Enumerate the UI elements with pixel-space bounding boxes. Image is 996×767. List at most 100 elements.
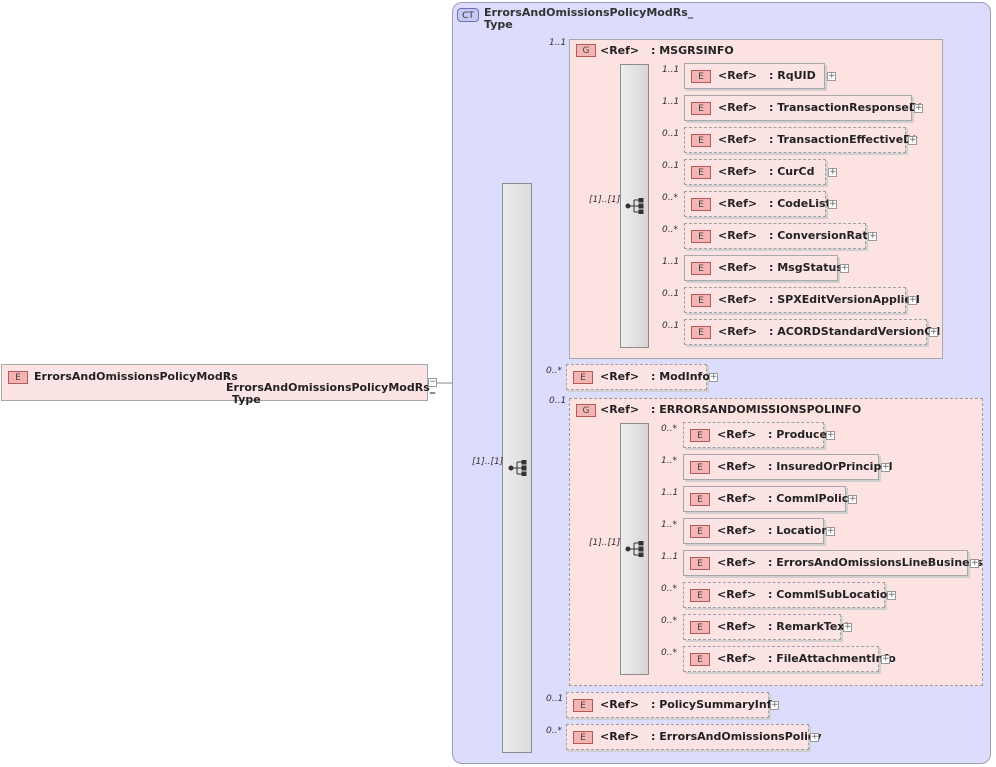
expand-icon[interactable]: + bbox=[826, 430, 835, 440]
element-policysummaryinfo[interactable]: E <Ref> : PolicySummaryInfo bbox=[566, 692, 779, 718]
eopolicy-cardinality: 0..* bbox=[546, 726, 562, 736]
expand-icon[interactable]: + bbox=[770, 700, 779, 710]
policysummary-cardinality: 0..1 bbox=[546, 694, 564, 704]
element-name: : PolicySummaryInfo bbox=[651, 698, 780, 711]
element-ref-label: <Ref> bbox=[718, 101, 758, 114]
element-badge: E bbox=[691, 230, 711, 243]
msgrsinfo-child-cardinality: 0..1 bbox=[662, 289, 680, 299]
main-sequence-bar bbox=[502, 183, 532, 753]
eopolinfo-cardinality: 0..1 bbox=[549, 396, 567, 406]
msgrsinfo-child-element[interactable]: E<Ref>: ConversionRate bbox=[684, 223, 875, 249]
expand-icon[interactable]: + bbox=[826, 526, 835, 536]
element-badge: E bbox=[573, 731, 593, 744]
msgrsinfo-child-element[interactable]: E<Ref>: MsgStatus bbox=[684, 255, 843, 281]
eopolinfo-child-element[interactable]: E<Ref>: FileAttachmentInfo bbox=[683, 646, 896, 672]
element-name: : ACORDStandardVersionCd bbox=[769, 325, 941, 338]
expand-icon[interactable]: + bbox=[881, 654, 890, 664]
eopolinfo-child-element[interactable]: E<Ref>: Producer bbox=[683, 422, 832, 448]
element-badge: E bbox=[691, 166, 711, 179]
eopolinfo-child-element[interactable]: E <Ref> : CommlPolicy bbox=[683, 486, 855, 512]
element-name: : SPXEditVersionApplied bbox=[769, 293, 920, 306]
expand-icon[interactable]: + bbox=[881, 462, 890, 472]
element-name: : TransactionEffectiveDt bbox=[769, 133, 918, 146]
msgrsinfo-child-cardinality: 0..1 bbox=[662, 321, 680, 331]
element-badge: E bbox=[690, 525, 710, 538]
sequence-icon bbox=[625, 541, 644, 557]
expand-icon[interactable]: + bbox=[828, 199, 837, 209]
element-name: : TransactionResponseDt bbox=[769, 101, 924, 114]
expand-icon[interactable]: + bbox=[810, 732, 819, 742]
msgrsinfo-child-cardinality: 1..1 bbox=[662, 97, 680, 107]
element-ref-label: <Ref> bbox=[717, 588, 757, 601]
element-badge: E bbox=[691, 262, 711, 275]
element-name: : CommlPolicy bbox=[768, 492, 856, 505]
element-name: : ErrorsAndOmissionsLineBusiness bbox=[768, 556, 983, 569]
msgrsinfo-child-element[interactable]: E<Ref>: TransactionResponseDt bbox=[684, 95, 923, 121]
eopolinfo-child-element[interactable]: E <Ref> : RemarkText bbox=[683, 614, 850, 640]
expand-icon[interactable]: + bbox=[908, 295, 917, 305]
msgrsinfo-child-cardinality: 0..1 bbox=[662, 161, 680, 171]
expand-icon[interactable]: + bbox=[970, 558, 979, 568]
element-ref-label: <Ref> bbox=[717, 460, 757, 473]
root-element-type: : ErrorsAndOmissionsPolicyModRs_ Type bbox=[226, 369, 436, 406]
element-badge: E bbox=[690, 557, 710, 570]
element-ref-label: <Ref> bbox=[717, 556, 757, 569]
msgrsinfo-child-element[interactable]: E<Ref>: CurCd bbox=[684, 159, 826, 185]
element-modinfo[interactable]: E <Ref> : ModInfo bbox=[566, 364, 710, 390]
eopolinfo-child-element[interactable]: E <Ref> : ErrorsAndOmissionsLineBusiness bbox=[683, 550, 983, 576]
expand-icon[interactable]: + bbox=[848, 494, 857, 504]
element-ref-label: <Ref> bbox=[600, 370, 640, 383]
expand-icon[interactable]: + bbox=[709, 372, 718, 382]
msgrsinfo-sequence-cardinality: [1]..[1] bbox=[589, 195, 621, 205]
element-name: : Producer bbox=[768, 428, 833, 441]
expand-icon[interactable]: + bbox=[929, 327, 938, 337]
root-element[interactable]: E ErrorsAndOmissionsPolicyModRs : Errors… bbox=[1, 364, 435, 406]
element-badge: E bbox=[690, 621, 710, 634]
element-name: : RemarkText bbox=[768, 620, 850, 633]
root-element-name: ErrorsAndOmissionsPolicyModRs bbox=[34, 370, 238, 383]
modinfo-cardinality: 0..* bbox=[546, 366, 562, 376]
group-ref-label: <Ref> bbox=[600, 403, 640, 416]
element-name: : CurCd bbox=[769, 165, 815, 178]
msgrsinfo-child-cardinality: 0..* bbox=[662, 225, 678, 235]
group-name: : MSGRSINFO bbox=[651, 44, 734, 57]
collapse-icon[interactable]: − bbox=[428, 377, 437, 387]
element-badge: E bbox=[690, 429, 710, 442]
group-badge: G bbox=[576, 44, 596, 57]
element-ref-label: <Ref> bbox=[600, 698, 640, 711]
eopolinfo-child-cardinality: 0..* bbox=[661, 424, 677, 434]
sequence-icon bbox=[508, 460, 527, 476]
expand-icon[interactable]: + bbox=[827, 71, 836, 81]
msgrsinfo-child-element[interactable]: E<Ref>: SPXEditVersionApplied bbox=[684, 287, 920, 313]
expand-icon[interactable]: + bbox=[914, 103, 923, 113]
element-ref-label: <Ref> bbox=[718, 133, 758, 146]
element-name: : MsgStatus bbox=[769, 261, 843, 274]
msgrsinfo-child-element[interactable]: E<Ref>: RqUID bbox=[684, 63, 825, 89]
element-errorsandomissionspolicy[interactable]: E <Ref> : ErrorsAndOmissionsPolicy bbox=[566, 724, 822, 750]
msgrsinfo-child-cardinality: 0..* bbox=[662, 193, 678, 203]
element-ref-label: <Ref> bbox=[717, 492, 757, 505]
expand-icon[interactable]: + bbox=[843, 622, 852, 632]
expand-icon[interactable]: + bbox=[908, 135, 917, 145]
expand-icon[interactable]: + bbox=[828, 167, 837, 177]
expand-icon[interactable]: + bbox=[840, 263, 849, 273]
element-badge: E bbox=[573, 371, 593, 384]
element-badge: E bbox=[8, 371, 28, 384]
element-badge: E bbox=[691, 198, 711, 211]
msgrsinfo-child-element[interactable]: E <Ref> : TransactionEffectiveDt bbox=[684, 127, 918, 153]
msgrsinfo-child-element[interactable]: E<Ref>: CodeList bbox=[684, 191, 831, 217]
msgrsinfo-child-element[interactable]: E<Ref>: ACORDStandardVersionCd bbox=[684, 319, 940, 345]
eopolinfo-child-element[interactable]: E<Ref>: CommlSubLocation bbox=[683, 582, 895, 608]
element-badge: E bbox=[691, 134, 711, 147]
element-name: : ModInfo bbox=[651, 370, 710, 383]
element-ref-label: <Ref> bbox=[600, 730, 640, 743]
msgrsinfo-cardinality: 1..1 bbox=[549, 38, 567, 48]
eopolinfo-sequence-cardinality: [1]..[1] bbox=[589, 538, 621, 548]
expand-icon[interactable]: + bbox=[868, 231, 877, 241]
eopolinfo-child-element[interactable]: E<Ref>: Location bbox=[683, 518, 829, 544]
element-ref-label: <Ref> bbox=[718, 69, 758, 82]
eopolinfo-child-element[interactable]: E<Ref>: InsuredOrPrincipal bbox=[683, 454, 893, 480]
element-ref-label: <Ref> bbox=[717, 620, 757, 633]
expand-icon[interactable]: + bbox=[887, 590, 896, 600]
element-badge: E bbox=[690, 493, 710, 506]
